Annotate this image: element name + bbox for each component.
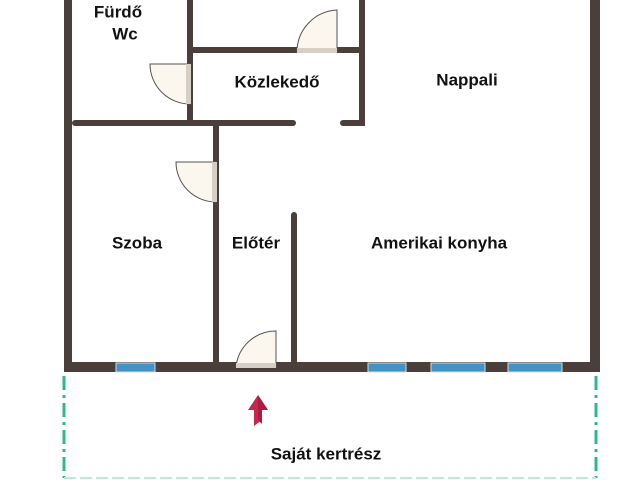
window — [115, 362, 156, 373]
room-label-wc: Wc — [112, 24, 138, 44]
room-label-sajat-kertresz: Saját kertrész — [270, 444, 382, 464]
room-label-furdo: Fürdő — [93, 2, 143, 22]
door-swing — [175, 161, 217, 203]
doors — [149, 9, 338, 368]
room-label-amerikai-konyha: Amerikai konyha — [370, 233, 508, 253]
walls — [64, 0, 600, 372]
window — [367, 362, 407, 373]
garden-boundary — [62, 376, 598, 478]
windows — [115, 362, 563, 373]
window — [430, 362, 486, 373]
window — [507, 362, 563, 373]
room-label-kozlekedo: Közlekedő — [234, 72, 320, 92]
door-swing — [149, 63, 191, 105]
entrance-arrow-icon — [248, 395, 268, 426]
room-label-nappali: Nappali — [436, 70, 498, 90]
room-label-eloter: Előtér — [231, 233, 281, 253]
entrance-door — [235, 330, 277, 368]
door-swing — [296, 9, 338, 53]
room-label-szoba: Szoba — [111, 233, 163, 253]
